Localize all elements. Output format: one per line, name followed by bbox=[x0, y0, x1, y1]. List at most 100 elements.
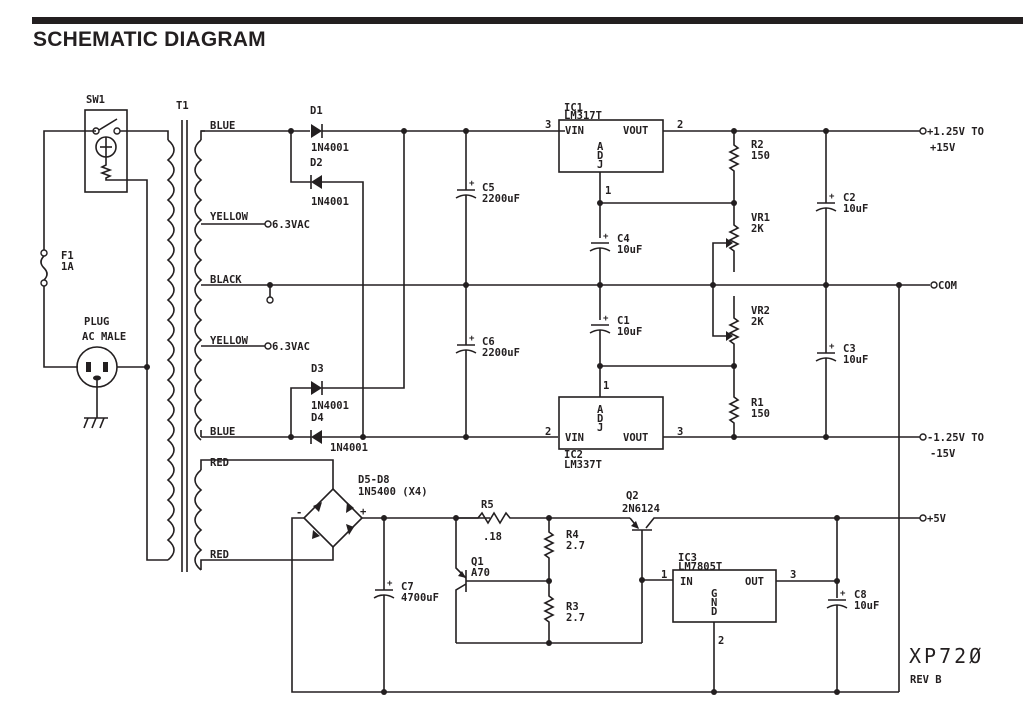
output-terminal-neg[interactable] bbox=[919, 433, 927, 441]
d2-ref: D2 bbox=[310, 157, 323, 169]
c5-ref: C5 bbox=[482, 182, 495, 194]
vr1-value: 2K bbox=[751, 223, 764, 235]
svg-text:G: G bbox=[711, 588, 717, 600]
q2-ref: Q2 bbox=[626, 490, 639, 502]
ic3-lm7805t: IC3 LM7805T 1 IN OUT G N D 3 2 bbox=[661, 552, 837, 695]
vr2-value: 2K bbox=[751, 316, 764, 328]
d1-ref: D1 bbox=[310, 105, 323, 117]
output-com-label: COM bbox=[938, 280, 957, 292]
plug-label-2: AC MALE bbox=[82, 331, 126, 343]
output-terminal-com[interactable] bbox=[930, 281, 938, 289]
c1-ref: C1 bbox=[617, 315, 630, 327]
f1-value: 1A bbox=[61, 261, 74, 273]
c1: + C1 10uF bbox=[589, 285, 734, 397]
wire-label-blue-bottom: BLUE bbox=[210, 426, 235, 438]
ic1-box bbox=[558, 119, 664, 173]
svg-text:D: D bbox=[597, 413, 603, 425]
primary-circuit: SW1 F1 1A PLUG AC MALE bbox=[40, 94, 169, 561]
sw1-contact-b bbox=[113, 127, 121, 135]
resistor-r3-icon bbox=[543, 581, 555, 643]
svg-text:J: J bbox=[597, 422, 603, 434]
fuse-f1-icon bbox=[40, 255, 48, 281]
resistor-r4-icon bbox=[543, 518, 555, 581]
sw1-lever bbox=[98, 118, 118, 131]
potentiometer-vr1-icon bbox=[728, 203, 740, 272]
model-number: XP72Ø bbox=[909, 644, 984, 668]
ic2-pin-adj: 1 bbox=[603, 380, 609, 392]
diode-d4-icon bbox=[311, 430, 322, 444]
resistor-r2-icon bbox=[728, 131, 740, 203]
ic3-ref: IC3 bbox=[678, 552, 697, 564]
potentiometer-vr2-icon bbox=[728, 296, 740, 366]
c2-ref: C2 bbox=[843, 192, 856, 204]
ic3-pin-out: 3 bbox=[790, 569, 796, 581]
svg-text:A: A bbox=[597, 141, 604, 153]
ic3-pin-gnd: 2 bbox=[718, 635, 724, 647]
c7: + C7 4700uF bbox=[373, 515, 439, 695]
r2-vr1: R2 150 VR1 2K bbox=[710, 128, 770, 288]
c6-ref: C6 bbox=[482, 336, 495, 348]
resistor-r5-icon bbox=[456, 511, 549, 525]
vr2-ref: VR2 bbox=[751, 305, 770, 317]
wire-label-yellow-bottom: YELLOW bbox=[210, 335, 249, 347]
svg-text:J: J bbox=[597, 159, 603, 171]
wire-label-red-bottom: RED bbox=[210, 549, 229, 561]
ic1-pin-in: 3 bbox=[545, 119, 551, 131]
primary-winding bbox=[166, 139, 175, 561]
c8: + C8 10uF bbox=[826, 518, 879, 695]
page-title: SCHEMATIC DIAGRAM bbox=[33, 28, 266, 51]
bridge-plus: + bbox=[360, 506, 366, 518]
output-terminal-5v[interactable] bbox=[919, 514, 927, 522]
header-rule bbox=[32, 17, 1023, 24]
svg-text:+: + bbox=[469, 334, 475, 344]
ic1-vout: VOUT bbox=[623, 125, 648, 137]
r1-ref: R1 bbox=[751, 397, 764, 409]
r2-value: 150 bbox=[751, 150, 770, 162]
wire-label-yellow-top: YELLOW bbox=[210, 211, 249, 223]
diode-d3-icon bbox=[311, 381, 322, 395]
d4-ref: D4 bbox=[311, 412, 324, 424]
r3-value: 2.7 bbox=[566, 612, 585, 624]
svg-text:N: N bbox=[711, 597, 717, 609]
q1-value: A70 bbox=[471, 567, 490, 579]
c6-value: 2200uF bbox=[482, 347, 520, 359]
r2-ref: R2 bbox=[751, 139, 764, 151]
ic3-in: IN bbox=[680, 576, 693, 588]
t1-label: T1 bbox=[176, 100, 189, 112]
d1-value: 1N4001 bbox=[311, 142, 349, 154]
bridge-rectifier: - + D5-D8 1N5400 (X4) bbox=[205, 459, 899, 693]
rectifier-diodes: D1 1N4001 D2 1N4001 D3 1N4001 D4 1N4001 bbox=[288, 105, 565, 454]
secondary-taps: BLUE YELLOW 6.3VAC BLACK YELLOW 6.3VAC B… bbox=[201, 120, 900, 561]
r1-value: 150 bbox=[751, 408, 770, 420]
current-limit: R5 .18 R4 2.7 R3 2.7 Q1 A70 Q2 2N6124 bbox=[453, 490, 920, 646]
ic1-ref: IC1 bbox=[564, 102, 583, 114]
vac-label-bottom: 6.3VAC bbox=[272, 341, 310, 353]
ic1-pin-out: 2 bbox=[677, 119, 683, 131]
filter-caps: + C5 2200uF + C6 2200uF bbox=[455, 128, 520, 440]
c4-ref: C4 bbox=[617, 233, 630, 245]
c7-value: 4700uF bbox=[401, 592, 439, 604]
output-terminal-pos[interactable] bbox=[919, 127, 927, 135]
output-terminals: +1.25V TO +15V COM -1.25V TO -15V +5V bbox=[919, 126, 984, 525]
output-5v-label: +5V bbox=[927, 513, 947, 525]
c8-value: 10uF bbox=[854, 600, 879, 612]
ic3-part: LM7805T bbox=[678, 561, 722, 573]
ic1-pin-adj: 1 bbox=[605, 185, 611, 197]
sw1-box bbox=[84, 109, 128, 193]
diode-d2-icon bbox=[311, 175, 322, 189]
d4-value: 1N4001 bbox=[330, 442, 368, 454]
output-caps: + C2 10uF + C3 10uF bbox=[815, 128, 930, 692]
wire-label-black: BLACK bbox=[210, 274, 242, 286]
r4-value: 2.7 bbox=[566, 540, 585, 552]
d2-value: 1N4001 bbox=[311, 196, 349, 208]
c4-value: 10uF bbox=[617, 244, 642, 256]
output-pos-label-2: +15V bbox=[930, 142, 956, 154]
c3-value: 10uF bbox=[843, 354, 868, 366]
r4-ref: R4 bbox=[566, 529, 579, 541]
ic1-part: LM317T bbox=[564, 110, 602, 122]
wire-line-fuse bbox=[43, 130, 96, 250]
q2-value: 2N6124 bbox=[622, 503, 660, 515]
secondary-winding-2 bbox=[194, 469, 203, 571]
output-neg-label-1: -1.25V TO bbox=[927, 432, 984, 444]
